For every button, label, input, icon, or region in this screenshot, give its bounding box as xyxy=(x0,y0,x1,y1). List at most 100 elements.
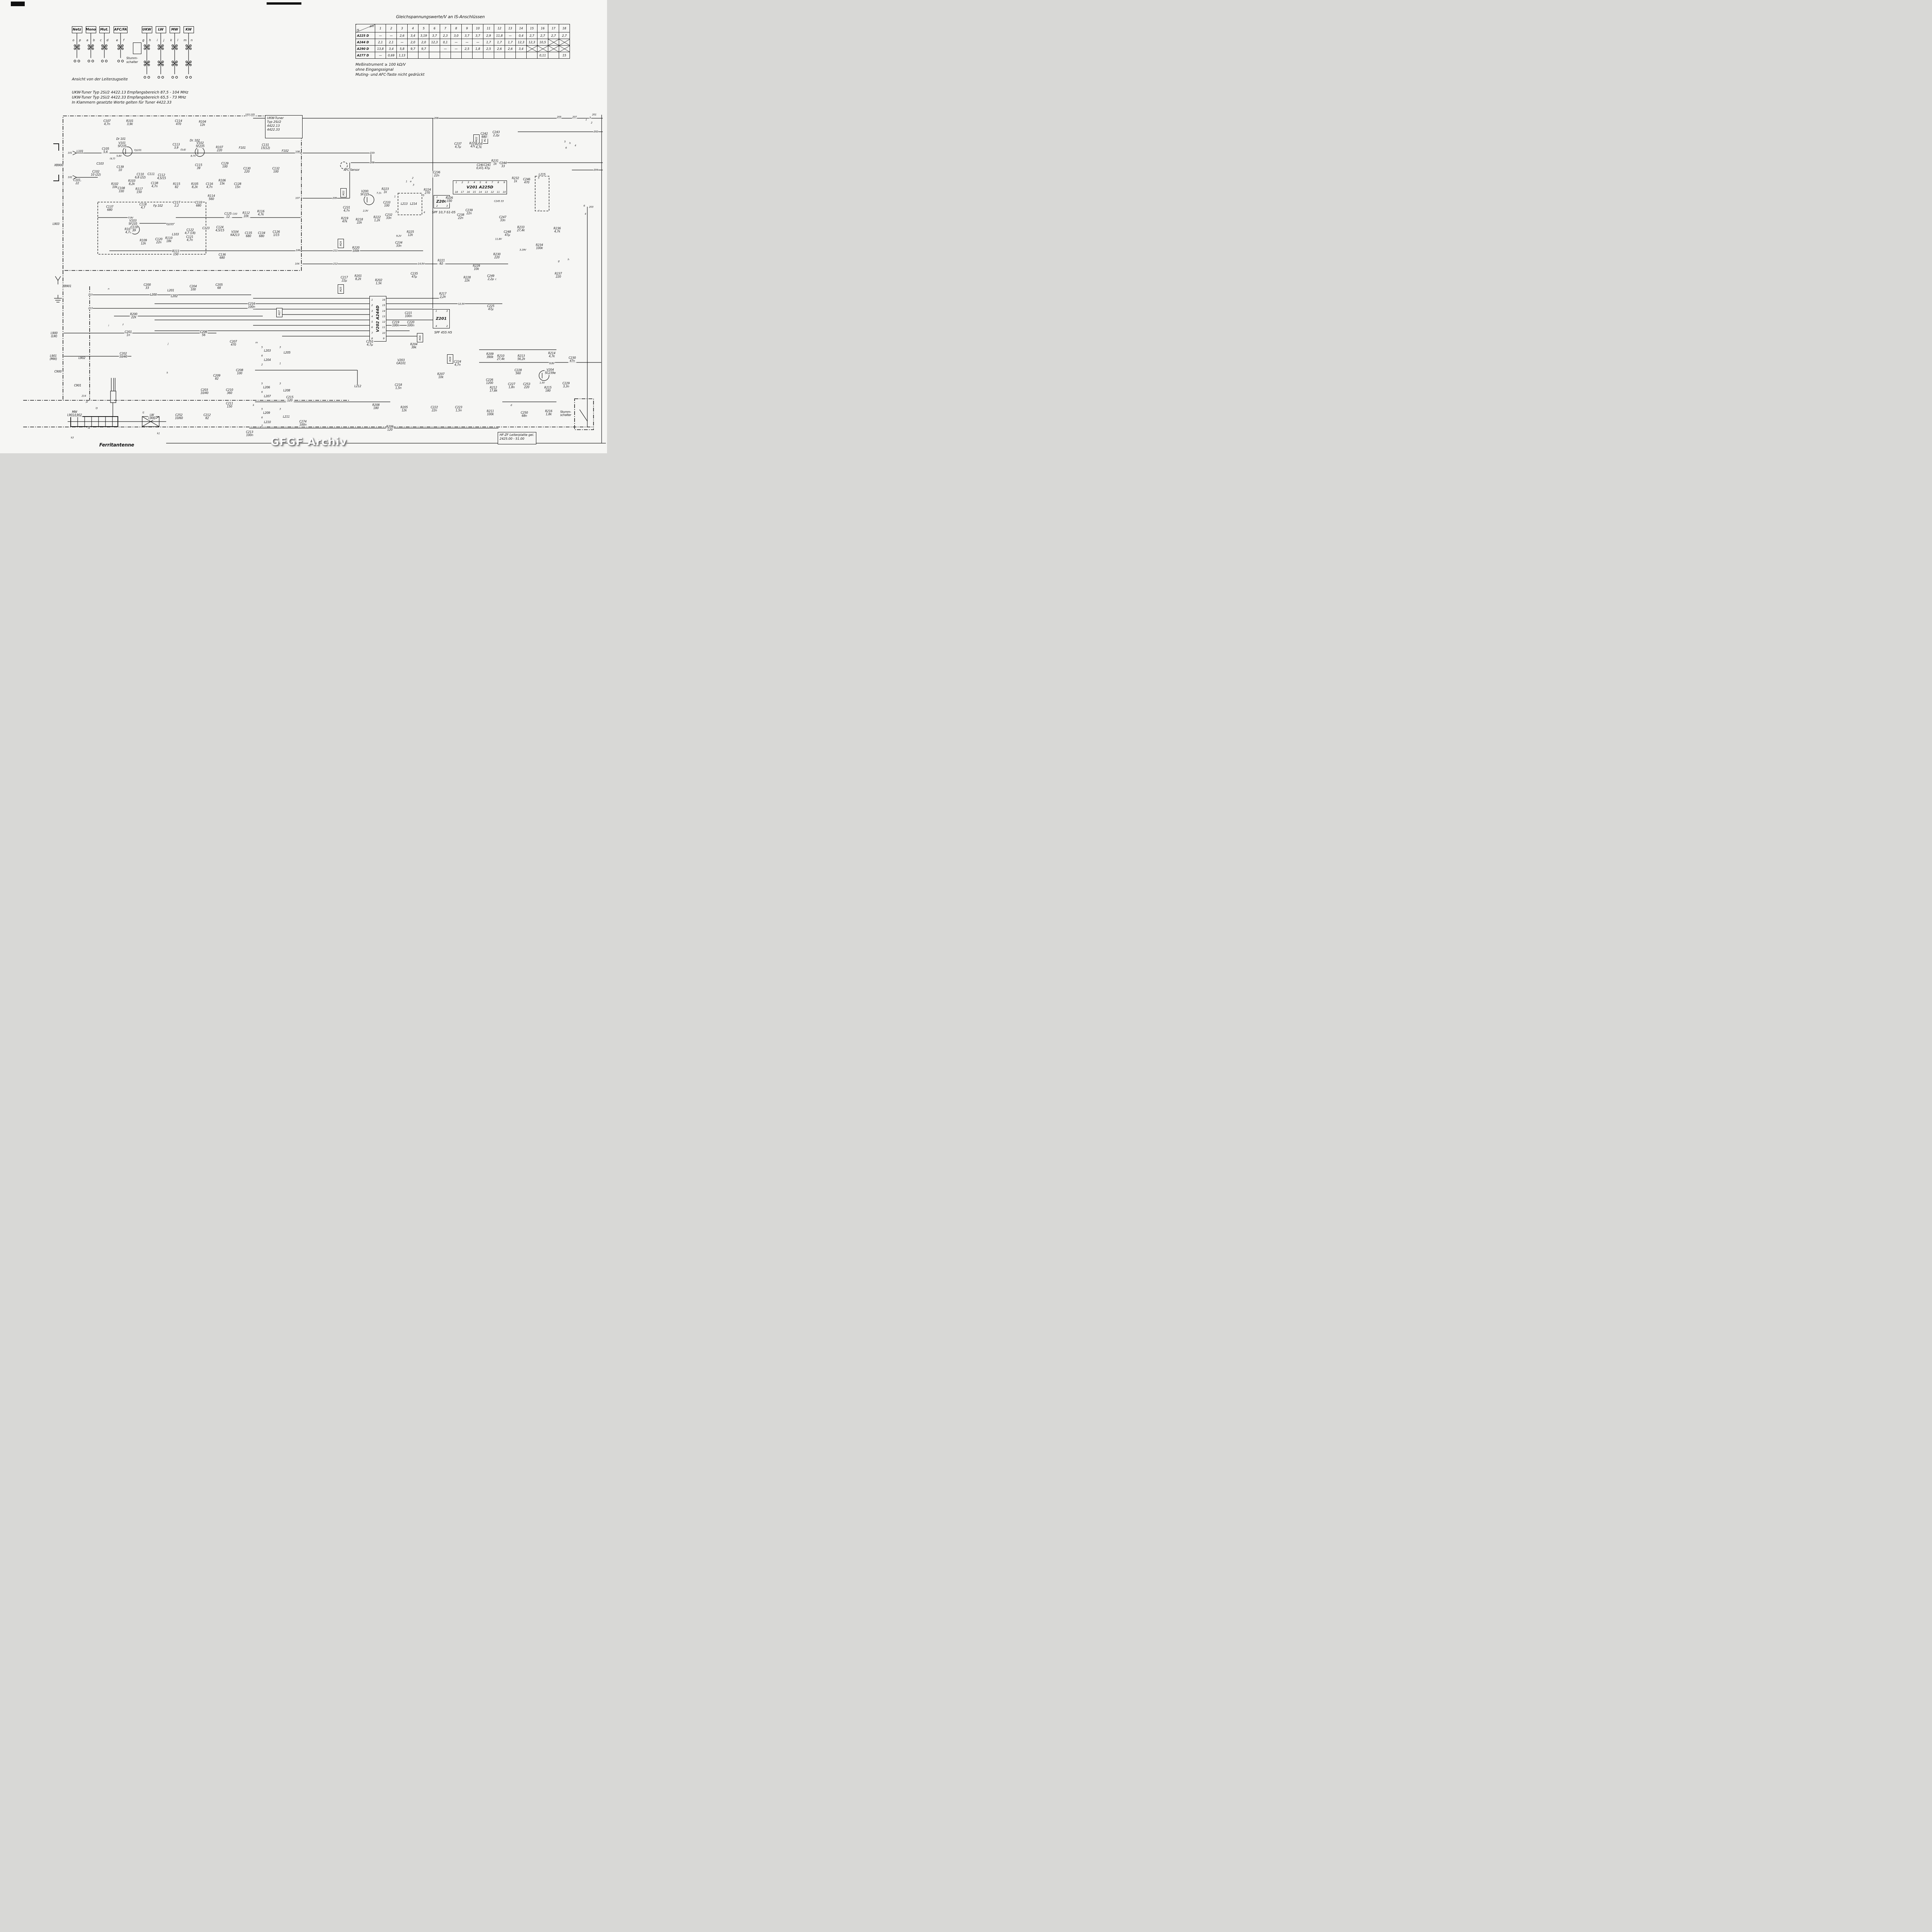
component-label: R214 4,7k xyxy=(548,351,556,359)
voltage-cell: — xyxy=(386,32,397,39)
afc-sensor-symbol xyxy=(340,162,348,169)
component-label: C123 xyxy=(202,226,210,230)
legend-letter: c xyxy=(100,38,102,42)
pin-header: 1 xyxy=(375,24,386,32)
component-label: R201 8,2k xyxy=(354,274,362,281)
component-label: R232 1k xyxy=(511,176,520,184)
pin-header: 8 xyxy=(451,24,462,32)
voltage-cell: 1,13 xyxy=(396,52,408,59)
component-label: L214 xyxy=(410,202,417,206)
voltage-cell xyxy=(526,52,537,59)
component-label: R213 56,2k xyxy=(517,354,526,361)
component-label: C225 47µ xyxy=(486,304,495,311)
component-label: R228 22k xyxy=(463,276,471,283)
voltage-cell: 2,1 xyxy=(386,39,397,46)
legend-letter: e xyxy=(116,38,118,42)
pin-header: 14 xyxy=(515,24,527,32)
legend-letter: h xyxy=(149,38,151,42)
legend-letter: m xyxy=(184,38,187,42)
component-label: 214 xyxy=(81,395,87,398)
component-label: C125 12 xyxy=(224,212,232,219)
legend-box-mw: MW xyxy=(169,26,180,33)
voltage-cell: 3,7 xyxy=(461,32,473,39)
component-label: g xyxy=(558,260,560,263)
ic-pin: 13 xyxy=(485,191,488,194)
component-label: 102 xyxy=(67,176,73,179)
component-label: 9,8V xyxy=(549,362,555,365)
component-label: R116 4,7k xyxy=(257,209,265,217)
component-label: 4 xyxy=(574,144,577,147)
voltage-cell: 3,7 xyxy=(472,32,483,39)
component-label: 108 xyxy=(295,150,300,153)
measure-point-m28: M28 xyxy=(447,354,453,364)
pin-header: 6 xyxy=(429,24,440,32)
voltage-cell: 1,8 xyxy=(472,45,483,52)
component-label: Fp101 xyxy=(134,149,142,152)
component-label: C247 33n xyxy=(498,215,507,223)
component-label: C226 1200 xyxy=(485,378,494,385)
legend-contacts xyxy=(73,33,192,79)
ic-pin: 8 xyxy=(497,181,499,184)
component-label: L201 xyxy=(167,288,175,293)
component-label: C138 4,7n xyxy=(150,181,159,189)
pin-header: 7 xyxy=(440,24,451,32)
voltage-cell: 15 xyxy=(559,52,570,59)
voltage-cell: — xyxy=(451,45,462,52)
pin-header: 4 xyxy=(407,24,418,32)
component-label: 7,1V xyxy=(376,192,382,195)
ic-pin: 10 xyxy=(502,191,506,194)
ic-pin: 2 xyxy=(436,205,438,207)
component-label: C229 3,3n xyxy=(562,381,570,389)
component-label: R112 10k xyxy=(242,211,250,218)
ic-pin: 11 xyxy=(382,326,386,329)
component-label: R226 330 xyxy=(445,196,454,203)
legend-box-mut: Mut. xyxy=(99,26,110,33)
component-label: C111 xyxy=(147,172,155,176)
component-label: i1 xyxy=(142,411,145,414)
component-label: C122 4,7 (18) xyxy=(184,228,196,235)
component-label: Fp 102 xyxy=(153,204,163,208)
component-label: C242 680 xyxy=(480,132,488,139)
component-label: C120 22n xyxy=(155,237,163,245)
component-label: C130 220 xyxy=(243,167,251,174)
component-label: h xyxy=(567,258,570,261)
ic-pin: 2 xyxy=(461,181,463,184)
component-label: C131 15(12) xyxy=(260,143,270,150)
voltage-cell: 3,0 xyxy=(451,32,462,39)
component-label: 215 xyxy=(88,293,93,296)
component-label: L900 (LW) xyxy=(50,331,58,338)
wiring-layer xyxy=(23,33,606,444)
pin-header: 16 xyxy=(537,24,548,32)
component-label: R200 22k xyxy=(129,312,138,320)
tuner-range-notes: UKW-Tuner Typ 2Si/2 4422.13 Empfangsbere… xyxy=(72,90,189,105)
board-id-box: HF-ZF Leiterplatte gel. 2425.00 - 51.00 xyxy=(498,432,536,444)
component-label: V102 SF235 xyxy=(195,141,205,148)
component-label: V200 SF225 xyxy=(360,189,370,197)
component-label: 2 xyxy=(590,121,593,124)
component-label: R204 39k xyxy=(410,342,418,350)
component-label: C252 10/60 xyxy=(174,413,184,420)
component-label: C117 2,2 xyxy=(172,201,181,208)
transistor-symbol xyxy=(122,146,133,156)
legend-box-ukw: UKW xyxy=(141,26,152,33)
component-label: 7,9V xyxy=(128,216,134,219)
measure-point-m26: M26 xyxy=(417,333,423,342)
voltage-cell xyxy=(505,52,516,59)
component-label: C244 33 xyxy=(499,161,507,168)
component-label: L202 xyxy=(170,294,178,298)
legend-letter: n xyxy=(190,38,193,42)
component-label: R109 12k xyxy=(139,238,148,246)
component-label: R219 47k xyxy=(340,216,349,224)
voltage-cell: 9,7 xyxy=(407,45,418,52)
voltage-cell: 5,8 xyxy=(396,45,408,52)
component-label: R218 22k xyxy=(355,218,364,225)
component-label: 3 xyxy=(279,382,281,385)
voltage-cell xyxy=(407,52,418,59)
component-label: L213 xyxy=(400,202,408,206)
pin-header: 10 xyxy=(472,24,483,32)
component-label: L208 xyxy=(283,388,291,393)
voltage-cell: 3,4 xyxy=(515,45,527,52)
component-label: 2 xyxy=(261,363,263,366)
ic-pin: 9 xyxy=(503,181,505,184)
